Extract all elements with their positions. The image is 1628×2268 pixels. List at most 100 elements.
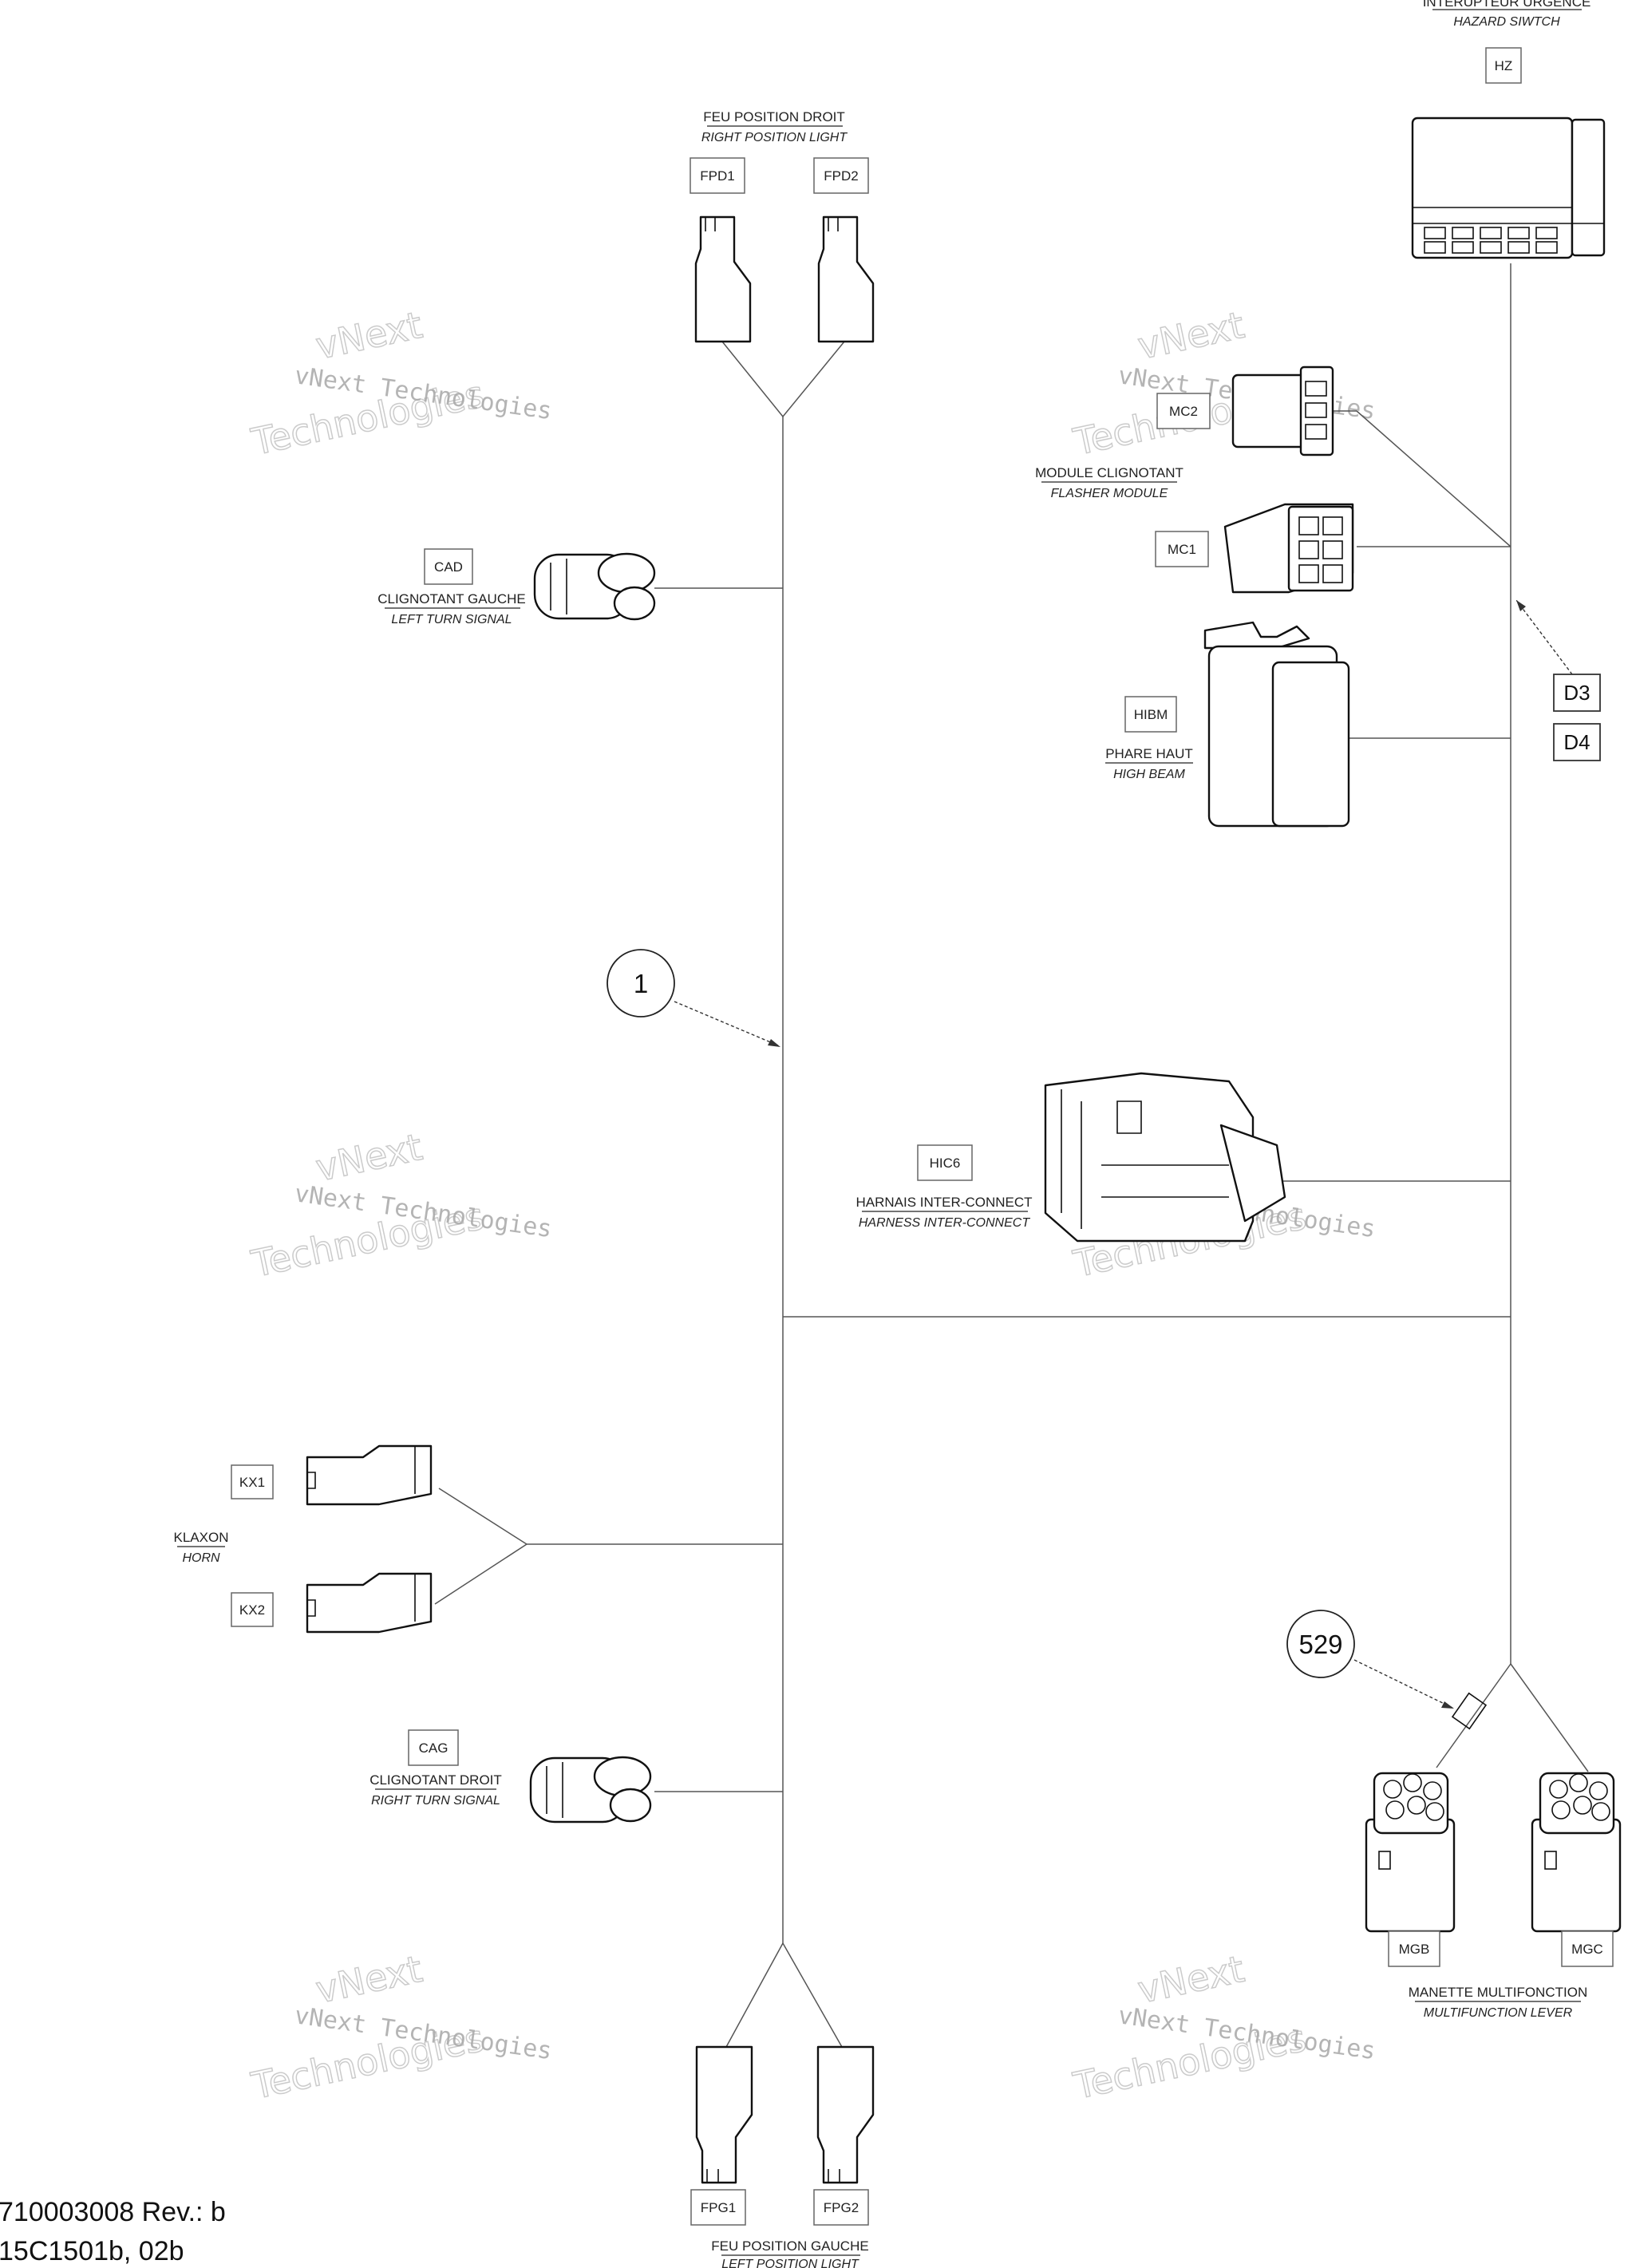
kx2-tag [231, 1592, 274, 1627]
mc2-code: MC2 [1169, 404, 1198, 419]
mc2-tag [1156, 393, 1211, 429]
right-turn-signal-label-en: RIGHT TURN SIGNAL [371, 1794, 500, 1808]
wire-fpd2 [782, 341, 845, 417]
right-turn-signal-label-fr: CLIGNOTANT DROIT [369, 1772, 502, 1788]
hic6-label-fr: HARNAIS INTER-CONNECT [855, 1195, 1032, 1210]
mgb-code: MGB [1399, 1942, 1430, 1957]
drawing-number: 710003008 Rev.: b [0, 2197, 226, 2227]
flasher-module: MC2 MODULE CLIGNOTANT FLASHER MODULE MC1 [1035, 365, 1354, 594]
fpg1-code: FPG1 [701, 2200, 736, 2215]
hic6-code: HIC6 [930, 1156, 961, 1171]
callout-529-circle [1286, 1610, 1355, 1678]
kx2-code: KX2 [239, 1602, 265, 1618]
kx1-connector-icon [306, 1444, 433, 1506]
multifunction-lever-label-fr: MANETTE MULTIFONCTION [1409, 1985, 1587, 2000]
hazard-switch: INTERUPTEUR URGENCE HAZARD SIWTCH HZ [1411, 0, 1606, 259]
high-beam-label-en: HIGH BEAM [1113, 768, 1185, 781]
hazard-switch-icon [1411, 117, 1606, 259]
multifunction-lever-label-en: MULTIFUNCTION LEVER [1424, 2006, 1573, 2020]
cad-tag [424, 548, 473, 585]
callout-529: 529 [1286, 1610, 1488, 1730]
left-position-light-label-fr: FEU POSITION GAUCHE [711, 2238, 868, 2254]
callout-529-leader [1353, 1659, 1453, 1709]
wire-fpg2 [782, 1942, 843, 2048]
cag-code: CAG [419, 1741, 448, 1756]
high-beam-label-fr: PHARE HAUT [1105, 746, 1193, 761]
reference-boxes: D3 D4 [1515, 599, 1601, 761]
wire-mgb [1436, 1663, 1511, 1768]
d4-label: D4 [1563, 730, 1590, 754]
watermark-top-left: vNext vNext Technologies Technologies [247, 302, 553, 464]
wire-fpg1 [725, 1942, 784, 2048]
d3-box [1553, 674, 1601, 712]
mc1-code: MC1 [1168, 542, 1196, 557]
hibm-code: HIBM [1134, 707, 1168, 722]
wire-kx1 [438, 1488, 528, 1545]
cad-connector-icon [533, 552, 656, 621]
fpd2-tag [813, 157, 869, 194]
right-position-light: FEU POSITION DROIT RIGHT POSITION LIGHT … [690, 109, 875, 343]
left-turn-signal-label-fr: CLIGNOTANT GAUCHE [377, 591, 525, 607]
mc2-connector-icon [1231, 365, 1334, 456]
flasher-module-label-fr: MODULE CLIGNOTANT [1035, 465, 1183, 480]
arrowhead [768, 1039, 780, 1047]
right-turn-signal: CAG CLIGNOTANT DROIT RIGHT TURN SIGNAL [369, 1729, 652, 1823]
mgb-connector-icon [1365, 1772, 1456, 1933]
d3-leader [1515, 599, 1573, 675]
mgc-tag [1561, 1930, 1614, 1967]
callout-1-circle [607, 949, 675, 1017]
fpg1-tag [690, 2189, 746, 2226]
multifunction-lever: MGB MGC MANETTE MULTIFONCTION MULTIFUNCT… [1365, 1772, 1622, 2020]
mgc-connector-icon [1531, 1772, 1622, 1933]
left-position-light-label-en: LEFT POSITION LIGHT [721, 2258, 859, 2268]
mc1-tag [1155, 531, 1209, 567]
mc1-connector-icon [1223, 503, 1354, 594]
mgb-tag [1388, 1930, 1440, 1967]
cag-connector-icon [529, 1756, 652, 1823]
arrowhead [1516, 600, 1526, 611]
hic6-tag [917, 1144, 973, 1181]
callout-1-leader [674, 1001, 779, 1046]
watermark-bottom-left: vNext vNext Technologies Technologies [247, 1946, 553, 2108]
horn-label-fr: KLAXON [174, 1530, 229, 1545]
fpd1-tag [690, 157, 745, 194]
watermark-mid-left: vNext vNext Technologies Technologies [247, 1124, 553, 1286]
drawing-reference: 15C1501b, 02b [0, 2236, 184, 2266]
hic6-connector-icon [1044, 1072, 1286, 1243]
harness-inter-connect: HIC6 HARNAIS INTER-CONNECT HARNESS INTER… [855, 1072, 1286, 1243]
horn-label-en: HORN [182, 1551, 220, 1565]
right-position-light-label-fr: FEU POSITION DROIT [703, 109, 845, 124]
hibm-connector-icon [1203, 621, 1350, 828]
watermark-text-1: vNext [312, 303, 426, 368]
horn: KX1 KX2 KLAXON HORN [174, 1444, 433, 1634]
fpd1-connector-icon [694, 215, 752, 343]
callout-1: 1 [607, 949, 780, 1047]
fpd1-code: FPD1 [700, 168, 734, 184]
fpd2-connector-icon [817, 215, 875, 343]
watermark-bottom-right: vNext vNext Technologies Technologies [1069, 1946, 1377, 2108]
callout-529-number: 529 [1298, 1630, 1342, 1659]
watermark-text-1: vNext [1134, 1947, 1248, 2012]
wire-mgc [1510, 1663, 1589, 1772]
high-beam: HIBM PHARE HAUT HIGH BEAM [1105, 621, 1350, 828]
fpd2-code: FPD2 [824, 168, 858, 184]
kx1-tag [231, 1464, 274, 1499]
hz-tag [1485, 47, 1522, 84]
mgc-code: MGC [1571, 1942, 1603, 1957]
left-position-light: FPG1 FPG2 FEU POSITION GAUCHE LEFT POSIT… [690, 2045, 875, 2268]
hazard-switch-label-en: HAZARD SIWTCH [1453, 15, 1560, 29]
fpg1-connector-icon [695, 2045, 753, 2184]
hic6-label-en: HARNESS INTER-CONNECT [859, 1216, 1030, 1230]
kx2-connector-icon [306, 1572, 433, 1634]
hazard-switch-label-fr: INTERUPTEUR URGENCE [1423, 0, 1591, 10]
fpg2-tag [813, 2189, 869, 2226]
harness-wires [434, 263, 1589, 2048]
watermark-text-1: vNext [1134, 303, 1248, 368]
callout-1-number: 1 [634, 969, 648, 998]
left-turn-signal: CAD CLIGNOTANT GAUCHE LEFT TURN SIGNAL [377, 548, 656, 626]
watermark-text-1: vNext [312, 1947, 426, 2012]
arrowhead [1441, 1701, 1454, 1709]
wire-kx2 [434, 1543, 528, 1605]
wire-mc2 [1356, 410, 1511, 547]
